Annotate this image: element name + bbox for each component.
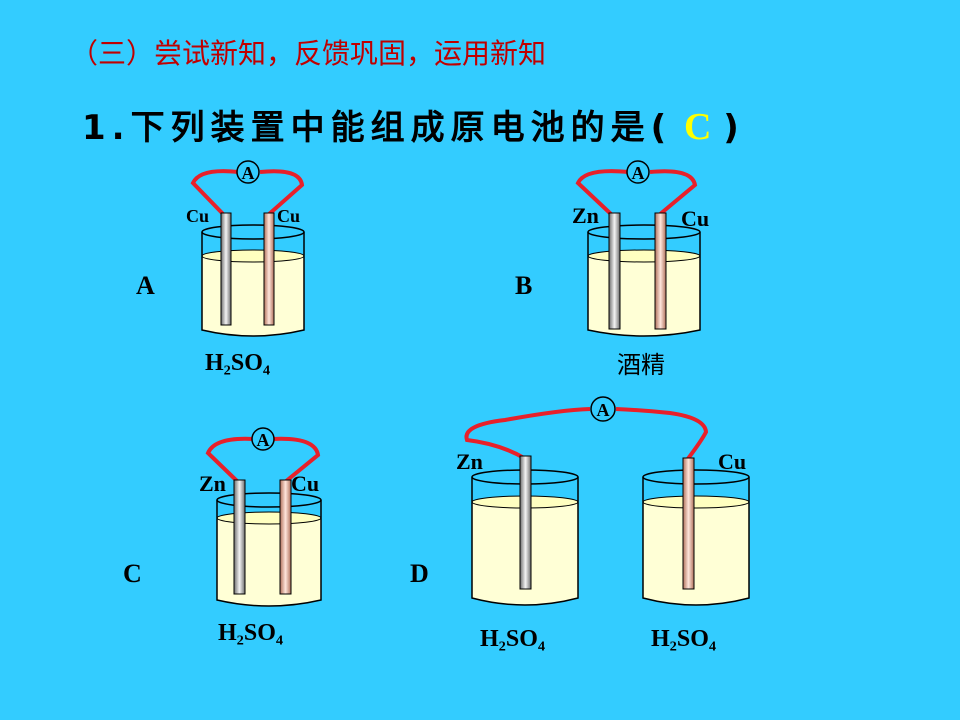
electrode-left bbox=[519, 455, 532, 590]
wire-right bbox=[259, 169, 305, 217]
ammeter bbox=[236, 160, 260, 184]
ammeter-label: A bbox=[632, 163, 645, 183]
ammeter-label: A bbox=[242, 163, 255, 183]
ammeter bbox=[590, 396, 616, 422]
electrode-left-label: Zn bbox=[572, 203, 599, 228]
solution-label: H₂SO₄ bbox=[218, 620, 283, 646]
setup-letter: C bbox=[123, 559, 142, 588]
beaker-liquid bbox=[588, 256, 700, 336]
beaker bbox=[201, 232, 305, 337]
setup-b: A Zn Cu B 酒精 bbox=[515, 160, 709, 379]
electrode-right bbox=[654, 212, 667, 330]
electrode-left bbox=[608, 212, 621, 330]
ammeter bbox=[626, 160, 650, 184]
beaker-right-liquid bbox=[643, 502, 749, 605]
ammeter bbox=[251, 427, 275, 451]
electrode-right bbox=[279, 479, 292, 595]
setup-letter: D bbox=[410, 559, 429, 588]
ammeter-label: A bbox=[597, 400, 610, 420]
electrode-left bbox=[220, 212, 232, 326]
solution-label: H₂SO₄ bbox=[205, 350, 270, 376]
electrode-left-label: Cu bbox=[186, 206, 209, 226]
answer-letter: C bbox=[683, 106, 712, 148]
electrode-left-label: Zn bbox=[199, 471, 226, 496]
beaker-liquid bbox=[202, 256, 304, 336]
ammeter-label: A bbox=[257, 430, 270, 450]
wire-left bbox=[190, 169, 239, 217]
question-prefix: 1.下列装置中能组成原电池的是( bbox=[82, 108, 673, 148]
beaker bbox=[216, 500, 322, 607]
setup-a: A Cu Cu A H₂SO₄ bbox=[136, 160, 305, 376]
solution-right-label: H₂SO₄ bbox=[651, 626, 716, 652]
electrode-right-label: Cu bbox=[277, 206, 300, 226]
beaker-right bbox=[642, 477, 750, 606]
setup-letter: B bbox=[515, 271, 532, 300]
wire-right bbox=[649, 169, 698, 217]
wire-left bbox=[464, 407, 591, 460]
electrode-right bbox=[263, 212, 275, 326]
beaker-left bbox=[471, 477, 579, 606]
electrode-right-label: Cu bbox=[718, 449, 746, 474]
setup-d: A Zn Cu D H₂SO₄ H₂SO₄ bbox=[410, 396, 750, 652]
beaker bbox=[587, 232, 701, 337]
electrode-right-label: Cu bbox=[681, 206, 709, 231]
wire-right bbox=[272, 436, 321, 484]
electrode-left bbox=[233, 479, 246, 595]
electrode-right-label: Cu bbox=[291, 471, 319, 496]
beaker-liquid bbox=[217, 518, 321, 606]
solution-label: 酒精 bbox=[617, 351, 665, 379]
electrode-left-label: Zn bbox=[456, 449, 483, 474]
electrode-right bbox=[682, 457, 695, 590]
wire-left bbox=[205, 436, 254, 484]
setup-c: A Zn Cu C H₂SO₄ bbox=[123, 427, 322, 646]
question-suffix: ) bbox=[723, 108, 739, 148]
wire-left bbox=[575, 169, 629, 217]
wire-right bbox=[615, 407, 709, 462]
question-text: 1.下列装置中能组成原电池的是( C ) bbox=[82, 100, 739, 149]
solution-left-label: H₂SO₄ bbox=[480, 626, 545, 652]
setup-letter: A bbox=[136, 271, 155, 300]
section-subtitle: （三）尝试新知，反馈巩固，运用新知 bbox=[70, 37, 547, 70]
